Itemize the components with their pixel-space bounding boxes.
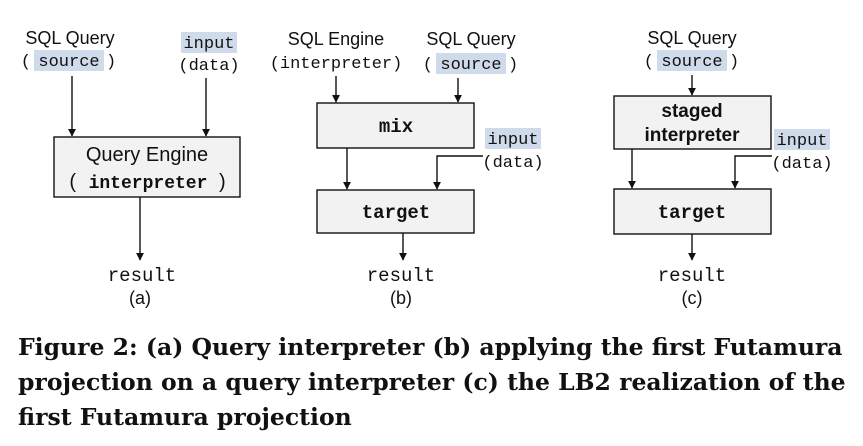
panel-b-interpreter-label: (interpreter) — [270, 55, 403, 74]
panel-b-sql-engine-label: SQL Engine — [288, 29, 384, 49]
panel-c-staged-label: staged — [661, 101, 722, 122]
panel-c-data-label: (data) — [771, 155, 832, 174]
panel-a-source-open: ( — [21, 53, 31, 72]
panel-c: SQL Query ( source ) staged interpreter … — [613, 28, 833, 308]
panel-b-source-open: ( — [423, 56, 433, 75]
panel-b-source-highlight — [436, 53, 506, 74]
panel-a-input-label: input — [183, 35, 234, 54]
panel-a-data-label: (data) — [178, 57, 239, 76]
panel-b-sql-query-label: SQL Query — [426, 29, 515, 49]
panel-c-source-open: ( — [644, 53, 654, 72]
panel-b-input-arrow — [433, 155, 483, 190]
panel-a-result-label: result — [108, 265, 176, 287]
panel-c-source-highlight — [657, 50, 727, 71]
panel-a-sql-query-label: SQL Query — [25, 28, 114, 48]
panel-a: SQL Query ( source ) input (data) Query … — [21, 28, 241, 308]
panel-c-interpreter-label: interpreter — [644, 125, 740, 146]
panel-b-data-label: (data) — [482, 154, 543, 173]
panel-a-input-highlight — [181, 32, 237, 53]
panel-a-query-engine-label: Query Engine — [86, 144, 208, 166]
panel-b-source-label: source — [440, 56, 501, 75]
panel-a-query-engine-box — [53, 136, 241, 198]
panel-b-mix-box — [316, 102, 475, 149]
panel-b-source-close: ) — [508, 56, 518, 75]
panel-a-source-close: ) — [106, 53, 116, 72]
panel-a-engine-open: ( — [69, 171, 76, 193]
panel-c-input-label: input — [776, 132, 827, 151]
panel-c-target-label: target — [658, 202, 726, 224]
figure-caption: Figure 2: (a) Query interpreter (b) appl… — [18, 333, 846, 431]
panel-b-target-label: target — [362, 202, 430, 224]
panel-b-caption-label: (b) — [390, 288, 412, 308]
panel-a-engine-close: ) — [219, 171, 226, 193]
panel-b: SQL Engine (interpreter) SQL Query ( sou… — [270, 29, 544, 308]
panel-c-source-close: ) — [729, 53, 739, 72]
panel-c-staged-interpreter-box — [613, 95, 772, 150]
panel-a-source-label: source — [38, 53, 99, 72]
panel-a-caption-label: (a) — [129, 288, 151, 308]
panel-b-input-highlight — [485, 128, 541, 149]
panel-b-result-label: result — [367, 265, 435, 287]
panel-c-source-label: source — [661, 53, 722, 72]
panel-a-interpreter-label: interpreter — [89, 174, 208, 194]
panel-c-sql-query-label: SQL Query — [647, 28, 736, 48]
panel-c-caption-label: (c) — [682, 288, 703, 308]
panel-c-target-box — [613, 188, 772, 235]
panel-c-input-highlight — [774, 129, 830, 150]
panel-b-input-label: input — [487, 131, 538, 150]
futamura-diagram: SQL Query ( source ) input (data) Query … — [21, 28, 833, 308]
panel-b-target-box — [316, 189, 475, 234]
panel-c-input-arrow — [731, 155, 772, 189]
panel-a-source-highlight — [34, 50, 104, 71]
panel-b-mix-label: mix — [379, 116, 413, 138]
panel-c-result-label: result — [658, 265, 726, 287]
